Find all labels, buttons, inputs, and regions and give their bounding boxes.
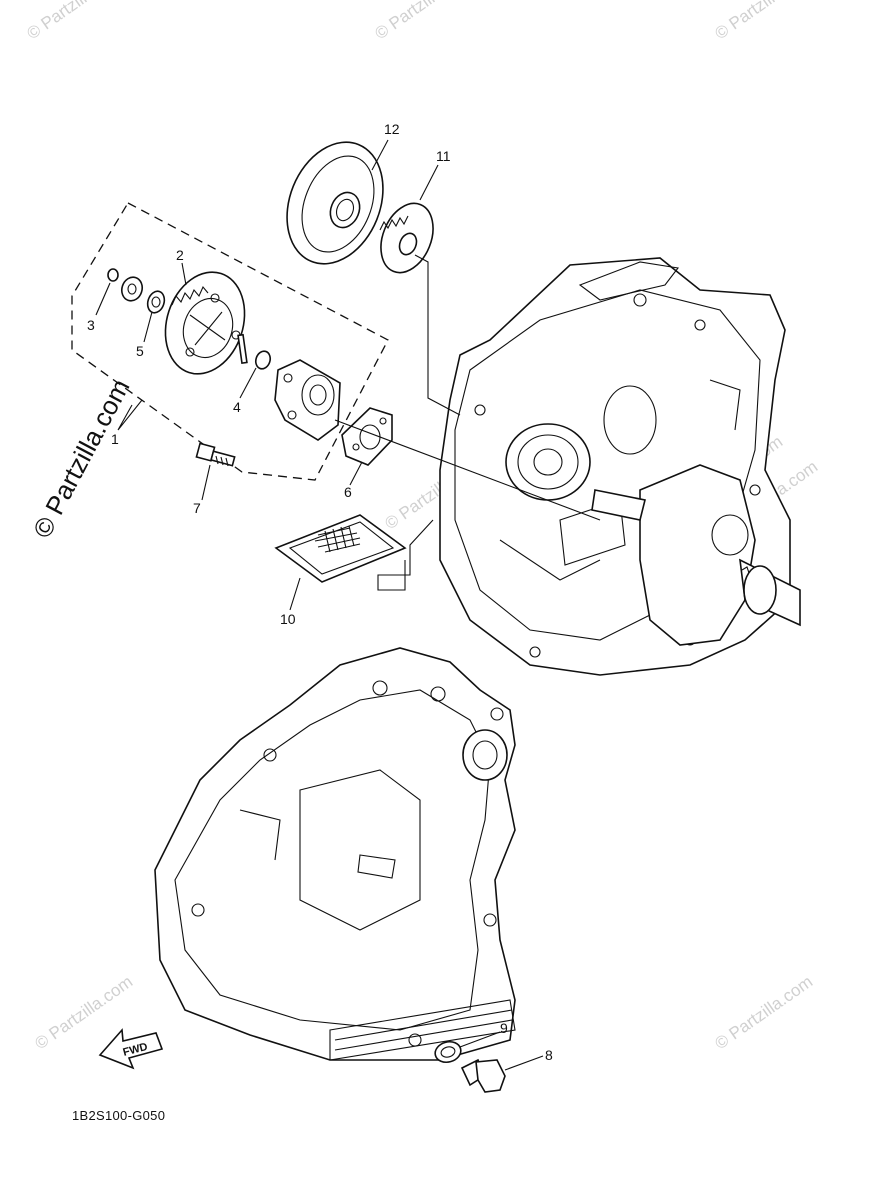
watermark-top-center: © Partzilla.com	[371, 0, 476, 43]
watermark-low-right: © Partzilla.com	[711, 972, 816, 1053]
callout-6: 6	[344, 484, 352, 500]
callout-leaders	[95, 139, 544, 1071]
leader-part-11	[414, 254, 461, 416]
callout-2: 2	[176, 247, 184, 263]
crankcase-left	[154, 647, 516, 1061]
part-10-oil-strainer	[274, 514, 407, 583]
leader-part-10	[377, 519, 434, 591]
callout-5: 5	[136, 343, 144, 359]
callout-11: 11	[436, 148, 451, 164]
fwd-direction-arrow: FWD	[98, 1028, 164, 1070]
callout-3: 3	[87, 317, 95, 333]
callout-1: 1	[111, 431, 119, 447]
assembly-boundary-dashed	[71, 202, 389, 481]
part-11-drive-gear	[379, 202, 434, 274]
oil-pump-housing	[274, 359, 341, 441]
leader-shaft-centerline	[334, 419, 601, 521]
callout-9: 9	[500, 1020, 508, 1036]
diagram-reference-code: 1B2S100-G050	[72, 1108, 165, 1123]
part-12-cover-plate	[286, 141, 384, 265]
part-9-gasket	[434, 1040, 462, 1064]
dowel-pin	[237, 333, 248, 365]
callout-7: 7	[193, 500, 201, 516]
part-7-bolt	[195, 442, 236, 467]
crankshaft	[591, 464, 801, 646]
part-8-drain-bolt	[460, 1058, 506, 1093]
callout-12: 12	[384, 121, 400, 137]
part-3-circlip	[107, 268, 119, 282]
part-5-washer	[146, 290, 166, 314]
part-4-o-ring	[254, 350, 272, 370]
callout-10: 10	[280, 611, 296, 627]
watermark-top-left: © Partzilla.com	[23, 0, 128, 43]
callout-4: 4	[233, 399, 241, 415]
callout-8: 8	[545, 1047, 553, 1063]
watermark-top-right: © Partzilla.com	[711, 0, 816, 43]
part-6-gasket	[341, 407, 393, 466]
washer-small	[120, 276, 144, 302]
callout-labels: 12 11 2 3 5 4 1 6 7 10 9 8	[87, 121, 553, 1063]
watermark-brand-vertical: © Partzilla.com	[27, 374, 136, 543]
part-2-pump-gear	[164, 271, 246, 375]
